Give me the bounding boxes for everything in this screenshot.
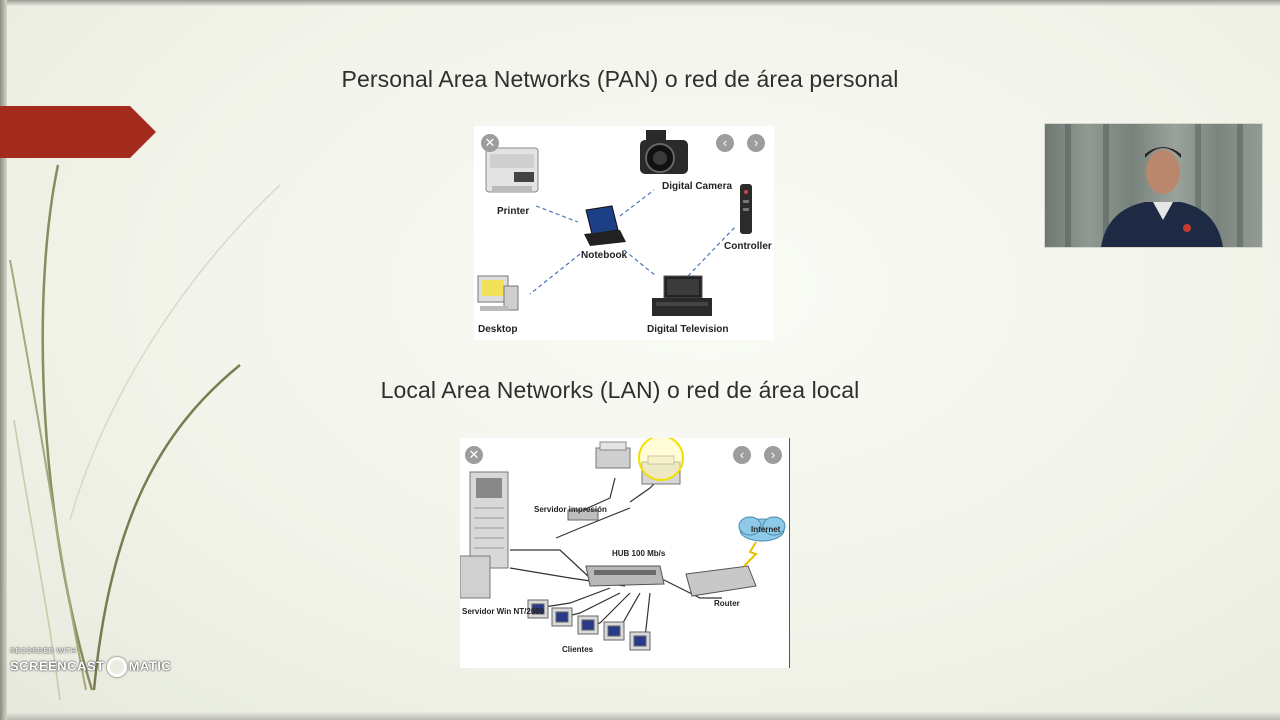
internet-label: Internet (751, 525, 781, 534)
presenter-silhouette (1101, 147, 1223, 247)
chevron-left-icon[interactable]: ‹ (733, 446, 751, 464)
internet-cloud-icon (738, 516, 786, 567)
chevron-right-icon[interactable]: › (747, 134, 765, 152)
camera-label: Digital Camera (662, 181, 732, 192)
print-server-icon (567, 509, 599, 521)
notebook-icon (584, 205, 626, 246)
left-border (0, 0, 7, 720)
client-pc-icons (527, 599, 651, 651)
watermark-brand-a: SCREENCAST (10, 658, 105, 674)
bottom-shade (0, 712, 1280, 720)
router-icon (685, 565, 757, 597)
notebook-label: Notebook (581, 250, 628, 261)
figure-edge (789, 438, 790, 668)
controller-label: Controller (724, 241, 772, 252)
lan-diagram-graphic: Servidor impresión HUB 100 Mb/s Internet… (460, 438, 786, 654)
watermark-line2: SCREENCAST MATIC (10, 657, 171, 677)
printer-icon (485, 147, 539, 193)
screencast-logo-icon (106, 657, 127, 677)
pan-diagram: Printer Digital Camera Notebook Controll… (474, 126, 774, 340)
chevron-right-icon[interactable]: › (764, 446, 782, 464)
printer-label: Printer (497, 206, 529, 217)
close-icon[interactable]: ✕ (481, 134, 499, 152)
router-label: Router (714, 599, 740, 608)
television-icon (652, 275, 712, 316)
pan-diagram-graphic: Printer Digital Camera Notebook Controll… (477, 130, 772, 335)
hub-label: HUB 100 Mb/s (612, 549, 666, 558)
pan-title: Personal Area Networks (PAN) o red de ár… (341, 66, 899, 92)
hub-icon (585, 565, 665, 587)
accent-arrow-tab (0, 106, 156, 158)
printer-icon (595, 441, 631, 469)
lan-diagram: Servidor impresión HUB 100 Mb/s Internet… (460, 438, 790, 668)
close-icon[interactable]: ✕ (465, 446, 483, 464)
webcam-overlay (1044, 123, 1263, 248)
watermark-line1: RECORDED WITH (10, 648, 77, 655)
watermark-brand-b: MATIC (128, 658, 172, 674)
clients-label: Clientes (562, 645, 594, 654)
chevron-left-icon[interactable]: ‹ (716, 134, 734, 152)
server-icon (460, 471, 509, 599)
print-server-label: Servidor impresión (534, 505, 607, 514)
decorative-lines (9, 164, 281, 701)
lan-title: Local Area Networks (LAN) o red de área … (380, 377, 860, 403)
cursor-highlight (638, 438, 684, 481)
television-label: Digital Television (647, 324, 729, 335)
screencast-watermark: RECORDED WITH SCREENCAST MATIC (10, 648, 171, 677)
desktop-label: Desktop (478, 324, 517, 335)
camera-icon (640, 130, 688, 174)
desktop-icon (477, 275, 519, 311)
top-shade (0, 0, 1280, 6)
server-label: Servidor Win NT/2000 (462, 607, 545, 616)
remote-control-icon (740, 184, 752, 234)
